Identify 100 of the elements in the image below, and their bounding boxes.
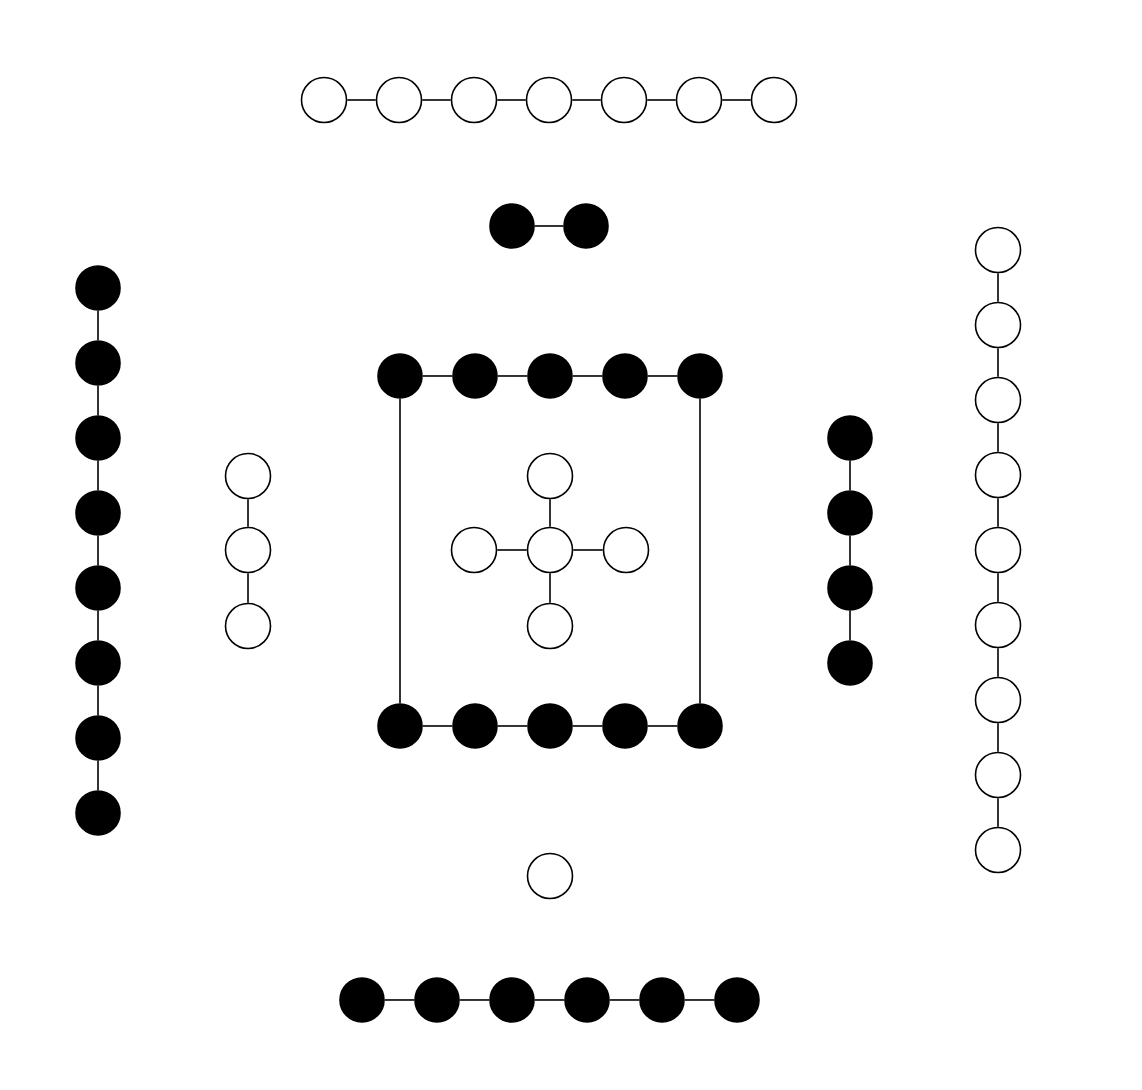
node-circle [375,76,423,124]
connector-line [571,99,602,101]
filled-dot [75,490,121,536]
filled-dot [377,703,423,749]
node-circle [974,451,1022,499]
node-circle [300,76,348,124]
connector-line [422,375,453,377]
connector-line [997,422,999,453]
filled-dot [75,415,121,461]
connector-line [97,760,99,791]
filled-dot [602,703,648,749]
connector-line [247,572,249,604]
connector-line [647,725,678,727]
node-circle [974,376,1022,424]
connector-line [549,572,551,604]
node-circle [224,602,272,650]
node-circle [526,526,574,574]
filled-dot [827,640,873,686]
filled-dot [714,977,760,1023]
connector-line [997,347,999,378]
node-circle [750,76,798,124]
connector-line [684,999,715,1001]
node-circle [224,452,272,500]
connector-line [549,498,551,528]
node-circle [600,76,648,124]
connector-line [997,647,999,678]
connector-line [421,99,452,101]
connector-line [572,549,604,551]
connector-line [346,99,377,101]
connector-line [572,375,603,377]
connector-line [497,375,528,377]
connector-line [459,999,490,1001]
node-circle [974,601,1022,649]
connector-line [997,797,999,828]
connector-line [247,498,249,528]
node-circle [974,826,1022,874]
connector-line [399,398,401,704]
node-circle [526,602,574,650]
node-circle [450,526,498,574]
filled-dot [452,703,498,749]
node-circle [974,301,1022,349]
filled-dot [677,703,723,749]
connector-line [849,610,851,641]
filled-dot [75,565,121,611]
connector-line [97,310,99,341]
filled-dot [564,977,610,1023]
connector-line [721,99,752,101]
connector-line [496,99,527,101]
connector-line [997,572,999,603]
filled-dot [414,977,460,1023]
connector-line [497,725,528,727]
connector-line [422,725,453,727]
node-circle [526,852,574,900]
connector-line [496,549,528,551]
connector-line [534,225,564,227]
filled-dot [75,790,121,836]
filled-dot [602,353,648,399]
node-circle [602,526,650,574]
node-circle [974,226,1022,274]
filled-dot [452,353,498,399]
node-circle [974,751,1022,799]
node-circle [974,526,1022,574]
node-circle [224,526,272,574]
connector-line [699,398,701,704]
connector-line [646,99,677,101]
connector-line [384,999,415,1001]
filled-dot [75,265,121,311]
filled-dot [377,353,423,399]
filled-dot [489,203,535,249]
connector-line [534,999,565,1001]
filled-dot [827,490,873,536]
connector-line [97,460,99,491]
filled-dot [75,340,121,386]
connector-line [849,535,851,566]
filled-dot [339,977,385,1023]
filled-dot [75,640,121,686]
filled-dot [527,703,573,749]
filled-dot [527,353,573,399]
connector-line [97,385,99,416]
connector-line [997,722,999,753]
filled-dot [563,203,609,249]
connector-line [997,272,999,303]
node-circle [525,76,573,124]
node-circle [526,452,574,500]
connector-line [997,497,999,528]
connector-line [609,999,640,1001]
filled-dot [75,715,121,761]
node-circle [675,76,723,124]
filled-dot [827,565,873,611]
filled-dot [827,415,873,461]
filled-dot [489,977,535,1023]
node-circle [450,76,498,124]
filled-dot [639,977,685,1023]
connector-line [647,375,678,377]
node-circle [974,676,1022,724]
connector-line [97,610,99,641]
connector-line [849,460,851,491]
connector-line [97,535,99,566]
filled-dot [677,353,723,399]
connector-line [97,685,99,716]
